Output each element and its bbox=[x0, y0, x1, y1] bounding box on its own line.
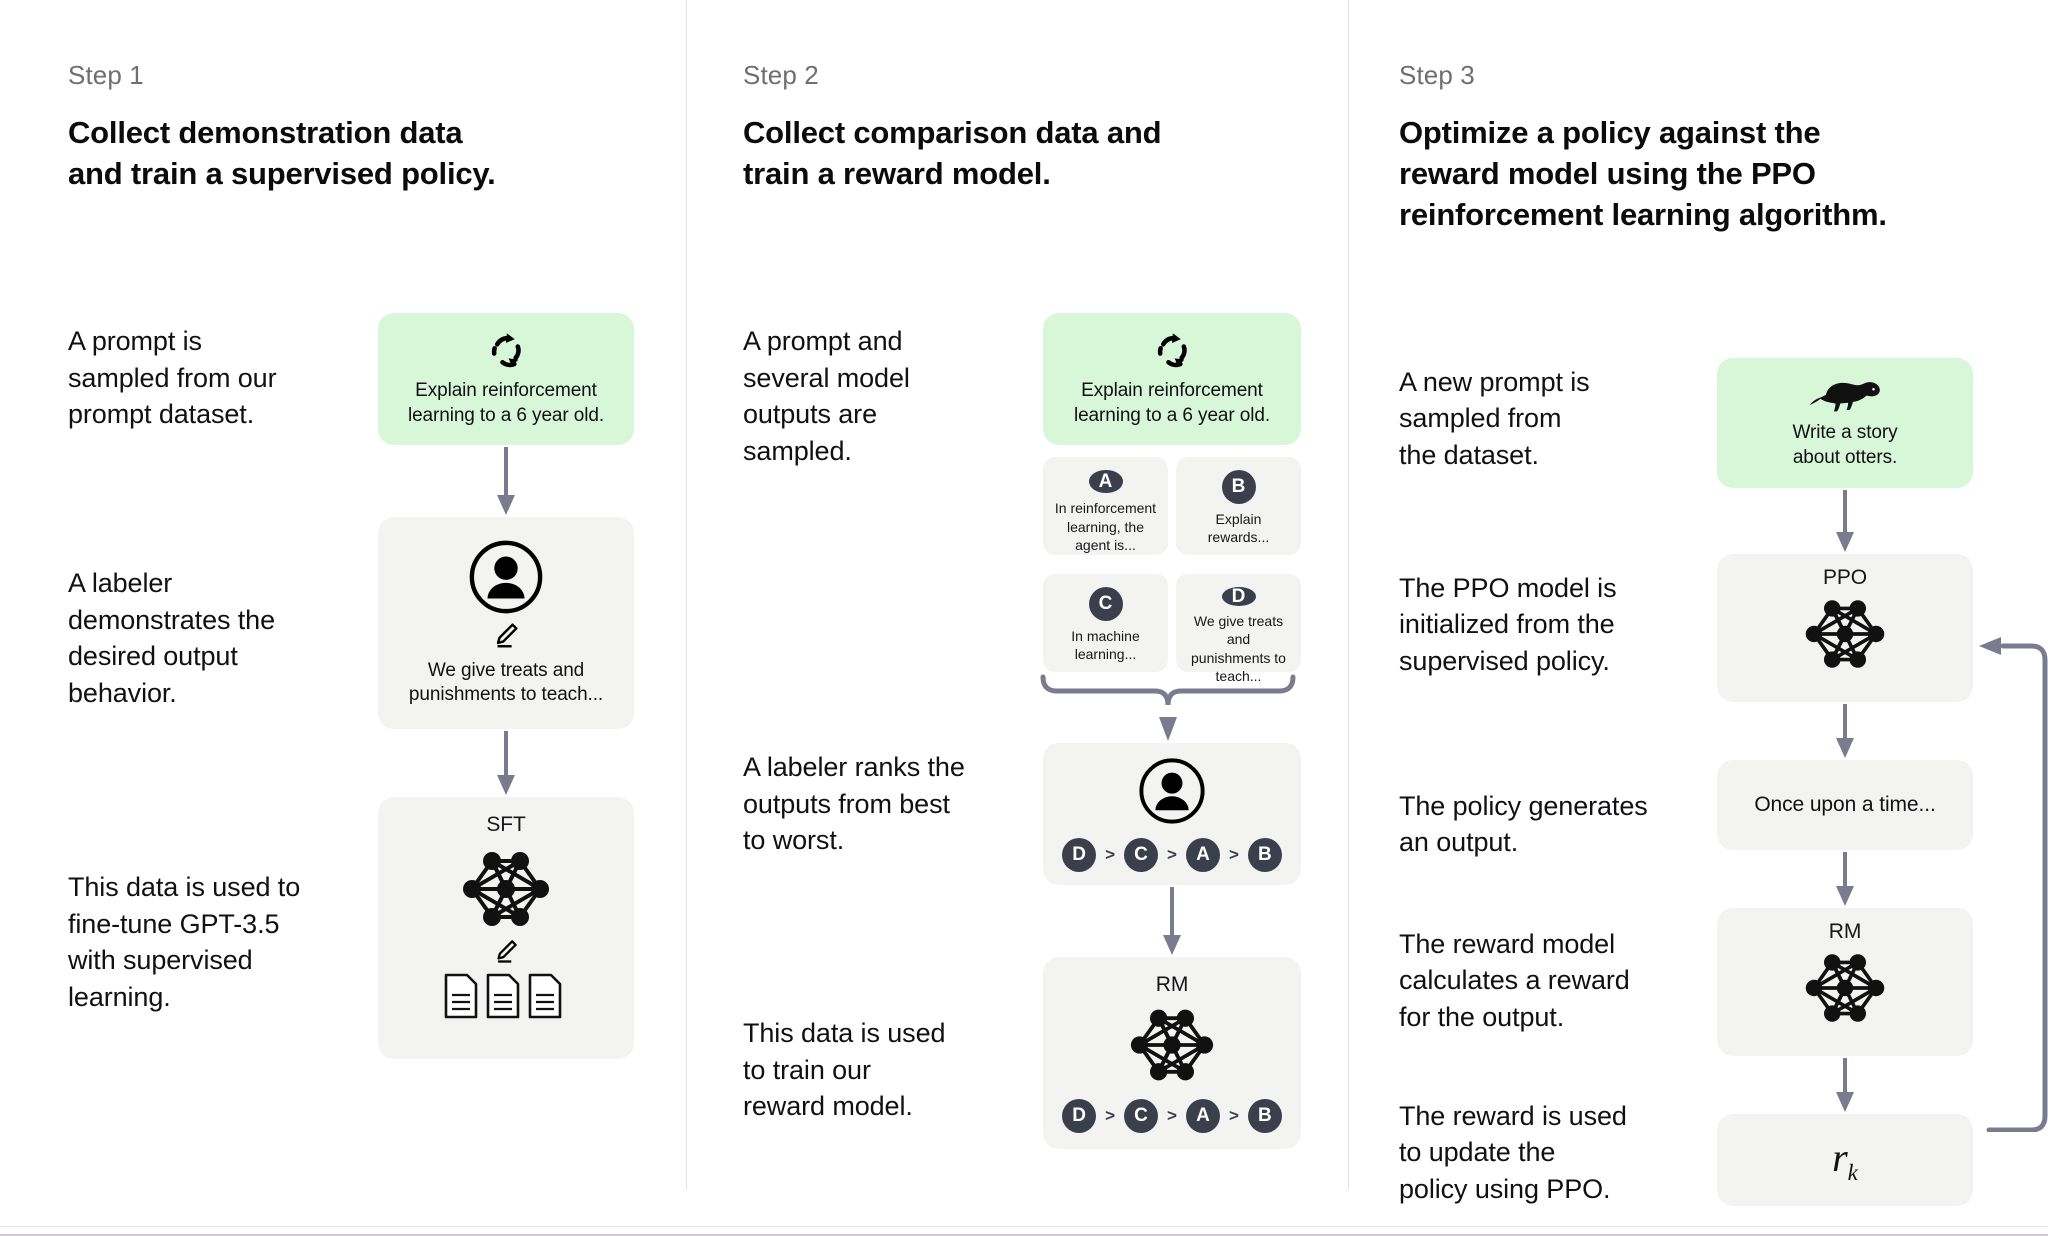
rank-badge-2: C bbox=[1124, 837, 1159, 872]
output-card-a[interactable]: A In reinforcement learning, the agent i… bbox=[1043, 456, 1168, 555]
rm-rank-badge-2: C bbox=[1124, 1098, 1159, 1133]
step-1-labeler-card[interactable]: We give treats and punishments to teach.… bbox=[378, 516, 634, 729]
arrow-down-2 bbox=[497, 730, 515, 795]
merge-brace-connector bbox=[1040, 674, 1296, 741]
arrow-down-1 bbox=[497, 446, 515, 515]
pencil-icon bbox=[492, 937, 520, 965]
step-1-column: Step 1 Collect demonstration data and tr… bbox=[0, 0, 686, 1190]
output-card-d[interactable]: D We give treats and punishments to teac… bbox=[1176, 573, 1301, 684]
step-1-sft-card[interactable]: SFT bbox=[378, 796, 634, 1059]
arrow-down-3 bbox=[1163, 886, 1181, 955]
rm-rank-badge-3: A bbox=[1185, 1098, 1220, 1133]
step-3-desc-3: The reward model calculates a reward for… bbox=[1399, 928, 1630, 1033]
step-2-ranking-card[interactable]: D > C > A > B bbox=[1043, 742, 1301, 885]
otter-icon bbox=[1807, 375, 1883, 413]
reward-formula-sub: k bbox=[1847, 1159, 1858, 1185]
person-circle-icon bbox=[467, 538, 545, 616]
rm-rank-gt-3: > bbox=[1228, 1105, 1239, 1125]
documents-icon bbox=[443, 973, 569, 1019]
neural-network-icon bbox=[450, 843, 562, 935]
rm-rank-gt-2: > bbox=[1167, 1105, 1177, 1125]
rank-badge-3: A bbox=[1185, 837, 1220, 872]
step-3-output-text: Once upon a time... bbox=[1754, 793, 1936, 817]
step-3-rm-title: RM bbox=[1828, 919, 1862, 943]
step-2-label: Step 2 bbox=[743, 60, 819, 90]
step-2-desc-0: A prompt and several model outputs are s… bbox=[743, 325, 910, 466]
output-badge-c: C bbox=[1088, 586, 1123, 621]
person-circle-icon bbox=[1137, 756, 1207, 826]
arrow-down-7 bbox=[1836, 1057, 1854, 1112]
step-3-column: Step 3 Optimize a policy against the rew… bbox=[1348, 0, 2048, 1206]
step-3-reward-card[interactable]: rk bbox=[1717, 1113, 1973, 1206]
step-3-desc-0: A new prompt is sampled from the dataset… bbox=[1399, 366, 1590, 471]
step-3-prompt-card[interactable]: Write a story about otters. bbox=[1717, 357, 1973, 488]
rank-gt-2: > bbox=[1167, 844, 1177, 864]
step-3-desc-4: The reward is used to update the policy … bbox=[1399, 1100, 1627, 1205]
rank-badge-1: D bbox=[1062, 837, 1097, 872]
reward-formula-base: r bbox=[1832, 1134, 1848, 1180]
step-2-desc-1: A labeler ranks the outputs from best to… bbox=[743, 751, 965, 856]
step-2-prompt-text: Explain reinforcement learning to a 6 ye… bbox=[1073, 380, 1271, 426]
rank-badge-4: B bbox=[1247, 837, 1282, 872]
step-3-desc-1: The PPO model is initialized from the su… bbox=[1399, 572, 1617, 677]
recycle-arrows-icon bbox=[485, 329, 527, 371]
output-badge-b: B bbox=[1221, 469, 1256, 504]
step-1-prompt-text: Explain reinforcement learning to a 6 ye… bbox=[407, 380, 605, 426]
rm-rank-badge-4: B bbox=[1247, 1098, 1282, 1133]
rm-ranking-row: D > C > A > B bbox=[1062, 1098, 1282, 1133]
step-2-rm-title: RM bbox=[1155, 972, 1189, 996]
step-1-prompt-card[interactable]: Explain reinforcement learning to a 6 ye… bbox=[378, 312, 634, 445]
step-3-ppo-card[interactable]: PPO bbox=[1717, 553, 1973, 702]
step-3-desc-2: The policy generates an output. bbox=[1399, 790, 1648, 858]
step-3-ppo-title: PPO bbox=[1822, 565, 1868, 589]
step-1-labeler-text: We give treats and punishments to teach.… bbox=[408, 659, 604, 706]
arrow-down-4 bbox=[1836, 489, 1854, 552]
rm-rank-badge-1: D bbox=[1062, 1098, 1097, 1133]
recycle-arrows-icon bbox=[1151, 329, 1193, 371]
step-3-rm-card[interactable]: RM bbox=[1717, 907, 1973, 1056]
arrow-down-5 bbox=[1836, 703, 1854, 758]
neural-network-icon bbox=[1793, 592, 1897, 676]
rank-gt-3: > bbox=[1228, 844, 1239, 864]
step-1-label: Step 1 bbox=[68, 60, 144, 90]
step-3-prompt-text: Write a story about otters. bbox=[1792, 422, 1898, 468]
step-1-desc-1: A labeler demonstrates the desired outpu… bbox=[68, 567, 276, 708]
output-card-b[interactable]: B Explain rewards... bbox=[1176, 456, 1301, 555]
step-1-sft-title: SFT bbox=[486, 812, 526, 836]
neural-network-icon bbox=[1118, 1001, 1226, 1089]
step-2-title: Collect comparison data and train a rewa… bbox=[743, 115, 1162, 191]
step-3-output-card[interactable]: Once upon a time... bbox=[1717, 759, 1973, 850]
step-2-rm-card[interactable]: RM bbox=[1043, 956, 1301, 1149]
neural-network-icon bbox=[1793, 946, 1897, 1030]
output-text-d: We give treats and punishments to teach.… bbox=[1191, 612, 1286, 685]
page-bottom-border bbox=[0, 1231, 2048, 1236]
step-2-column: Step 2 Collect comparison data and train… bbox=[686, 0, 1348, 1190]
output-badge-a: A bbox=[1088, 469, 1123, 494]
pencil-icon bbox=[491, 620, 521, 650]
rm-rank-gt-1: > bbox=[1105, 1105, 1116, 1125]
feedback-loop-arrow bbox=[1979, 636, 2048, 1132]
output-text-a: In reinforcement learning, the agent is.… bbox=[1054, 500, 1157, 554]
ranking-row: D > C > A > B bbox=[1062, 837, 1282, 872]
step-2-desc-2: This data is used to train our reward mo… bbox=[743, 1017, 946, 1122]
step-1-desc-2: This data is used to fine-tune GPT-3.5 w… bbox=[68, 871, 301, 1012]
rank-gt-1: > bbox=[1105, 844, 1116, 864]
reward-formula: rk bbox=[1832, 1134, 1858, 1186]
output-card-c[interactable]: C In machine learning... bbox=[1043, 573, 1168, 672]
step-3-title: Optimize a policy against the reward mod… bbox=[1399, 115, 1887, 232]
step-1-title: Collect demonstration data and train a s… bbox=[68, 115, 496, 191]
step-2-prompt-card[interactable]: Explain reinforcement learning to a 6 ye… bbox=[1043, 312, 1301, 445]
output-text-b: Explain rewards... bbox=[1207, 510, 1270, 546]
output-badge-d: D bbox=[1221, 586, 1256, 606]
step-1-desc-0: A prompt is sampled from our prompt data… bbox=[68, 325, 277, 430]
output-text-c: In machine learning... bbox=[1071, 627, 1140, 663]
steps-container: Step 1 Collect demonstration data and tr… bbox=[0, 0, 2048, 1206]
arrow-down-6 bbox=[1836, 851, 1854, 906]
step-3-label: Step 3 bbox=[1399, 60, 1475, 90]
